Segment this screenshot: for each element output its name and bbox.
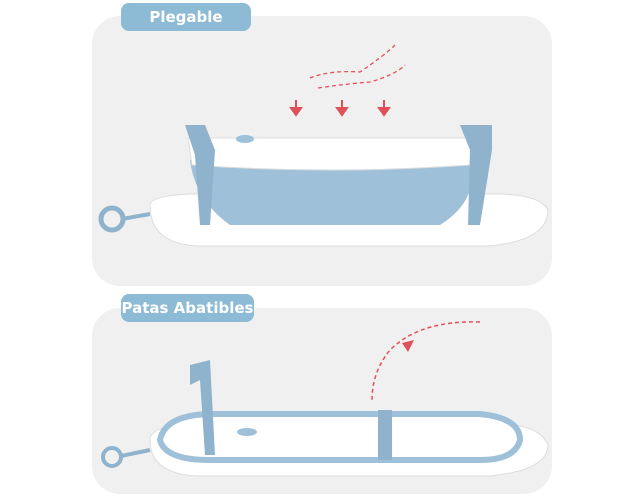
legs-label: Patas Abatibles: [121, 294, 254, 322]
open-tub: [101, 360, 549, 477]
curved-arrow: [371, 321, 481, 401]
arrow-head-icon: [402, 340, 414, 352]
folding-label: Plegable: [121, 3, 251, 31]
hand-drawing: [309, 44, 406, 89]
folded-tub: [98, 125, 549, 247]
down-arrows: [289, 100, 391, 117]
